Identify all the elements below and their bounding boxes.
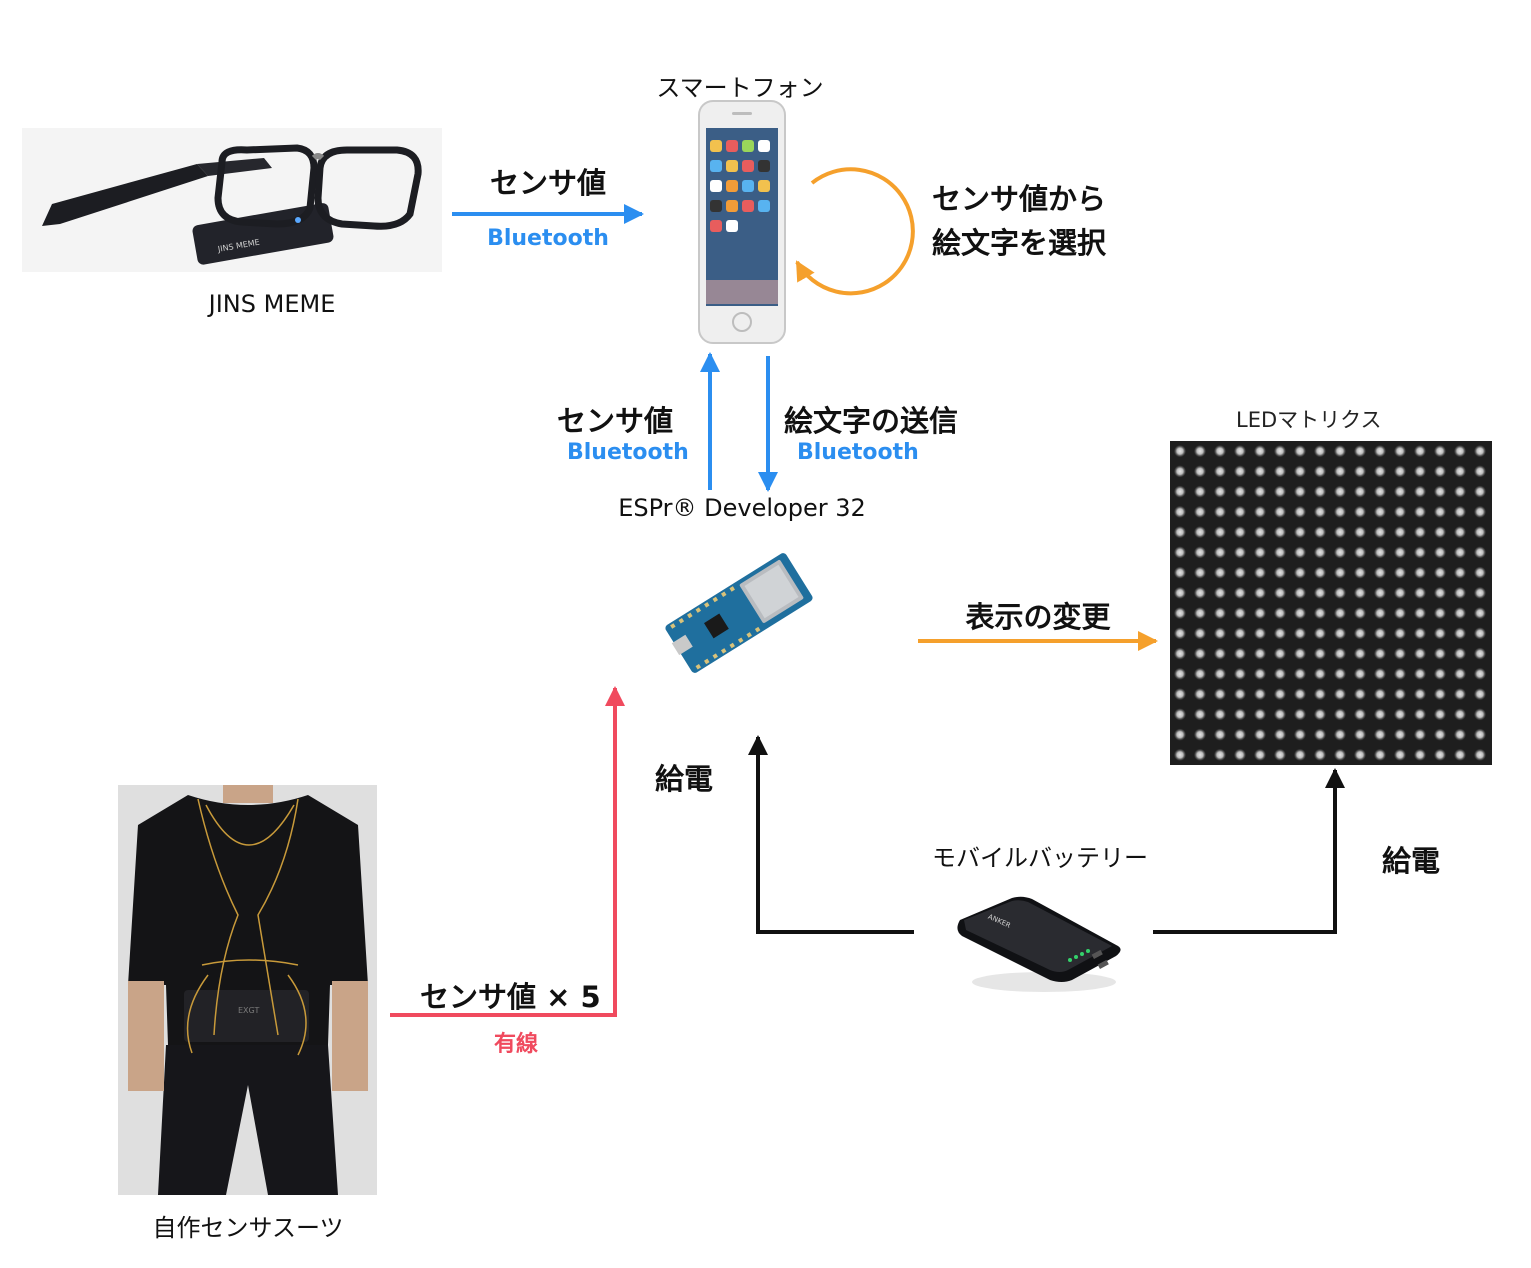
node-jins-meme-label: JINS MEME <box>208 290 336 318</box>
smartphone-icon <box>698 100 786 344</box>
led-matrix-photo <box>1170 441 1492 765</box>
glasses-photo: JINS MEME <box>22 128 442 272</box>
edge-phone-loop-label-1: センサ値から <box>932 182 1107 216</box>
power-bank-icon: ANKER <box>957 896 1121 992</box>
edge-phone-to-esp-label: 絵文字の送信 <box>784 404 959 438</box>
edge-esp-to-phone-protocol: Bluetooth <box>567 440 689 465</box>
edge-meme-to-phone-label: センサ値 <box>489 166 606 200</box>
smartphone-photo <box>698 100 786 344</box>
node-smartphone-label: スマートフォン <box>656 74 824 102</box>
sensor-suit-photo: EXGT <box>118 785 377 1195</box>
edge-esp-to-led-label: 表示の変更 <box>965 600 1111 634</box>
node-sensor-suit-label: 自作センサスーツ <box>152 1214 344 1242</box>
edge-phone-loop-label-2: 絵文字を選択 <box>932 226 1107 260</box>
edge-suit-to-esp-protocol: 有線 <box>493 1032 538 1057</box>
microcontroller-board-icon <box>665 553 813 673</box>
node-espr-label: ESPr® Developer 32 <box>618 494 866 522</box>
edge-suit-to-esp <box>390 686 625 1017</box>
edge-phone-loop <box>795 167 915 296</box>
node-led-matrix-label: LEDマトリクス <box>1236 408 1382 432</box>
edge-battery-to-led <box>1153 768 1345 934</box>
board-photo <box>664 545 814 680</box>
edge-meme-to-phone-protocol: Bluetooth <box>487 226 609 251</box>
edge-suit-to-esp-label: センサ値 × 5 <box>420 980 601 1014</box>
edge-phone-to-esp-protocol: Bluetooth <box>797 440 919 465</box>
edge-esp-to-phone-label: センサ値 <box>557 404 674 438</box>
suit-brand: EXGT <box>238 1006 259 1015</box>
edge-battery-to-esp-label: 給電 <box>655 762 714 796</box>
sensor-suit-icon: EXGT <box>128 785 368 1195</box>
edge-battery-to-esp <box>748 735 914 934</box>
node-battery-label: モバイルバッテリー <box>932 844 1148 872</box>
edge-battery-to-led-label: 給電 <box>1382 844 1441 878</box>
eyeglasses-icon: JINS MEME <box>42 144 422 265</box>
battery-photo: ANKER <box>952 892 1126 1000</box>
